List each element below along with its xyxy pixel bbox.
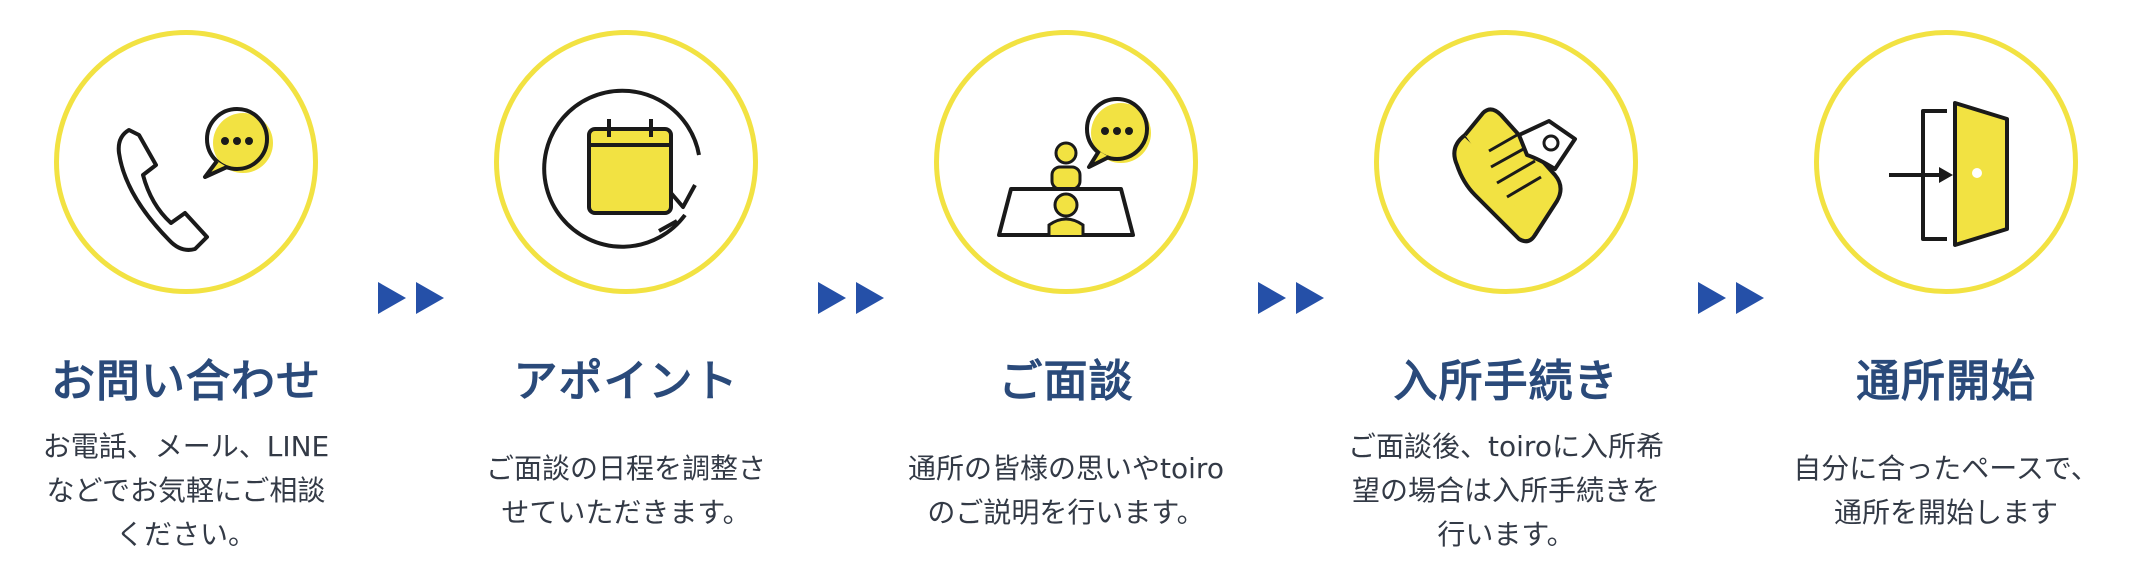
icon-circle (54, 30, 318, 294)
double-chevron-right-icon (378, 282, 444, 314)
step-title: お問い合わせ (51, 356, 321, 407)
step-consultation: ご面談 通所の皆様の思いやtoiro のご説明を行います。 (880, 0, 1260, 586)
step-inquiry: お問い合わせ お電話、メール、LINE などでお気軽にご相談 ください。 (0, 0, 380, 586)
consultation-table-icon (997, 97, 1151, 237)
icon-circle (1814, 30, 2078, 294)
step-enrollment: 入所手続き ご面談後、toiroに入所希 望の場合は入所手続きを 行います。 (1320, 0, 1700, 586)
step-title: アポイント (513, 356, 739, 407)
step-description: お電話、メール、LINE などでお気軽にご相談 ください。 (42, 430, 330, 551)
calendar-cycle-icon (542, 88, 701, 249)
icon-circle (1374, 30, 1638, 294)
double-chevron-right-icon (1698, 282, 1764, 314)
icon-circle (494, 30, 758, 294)
step-title: ご面談 (998, 356, 1134, 407)
phone-chat-icon (116, 107, 273, 252)
step-description: ご面談の日程を調整さ せていただきます。 (485, 452, 766, 529)
step-title: 通所開始 (1856, 356, 2036, 407)
step-description: 自分に合ったペースで、 通所を開始します (1793, 452, 2099, 529)
step-description: ご面談後、toiroに入所希 望の場合は入所手続きを 行います。 (1348, 430, 1664, 551)
icon-circle (934, 30, 1198, 294)
step-description: 通所の皆様の思いやtoiro のご説明を行います。 (908, 452, 1224, 529)
double-chevron-right-icon (1258, 282, 1324, 314)
step-start-attendance: 通所開始 自分に合ったペースで、 通所を開始します (1760, 0, 2136, 586)
double-chevron-right-icon (818, 282, 884, 314)
document-pen-icon (1452, 107, 1577, 244)
step-title: 入所手続き (1393, 356, 1619, 407)
door-enter-icon (1889, 101, 2009, 247)
step-appointment: アポイント ご面談の日程を調整さ せていただきます。 (440, 0, 820, 586)
